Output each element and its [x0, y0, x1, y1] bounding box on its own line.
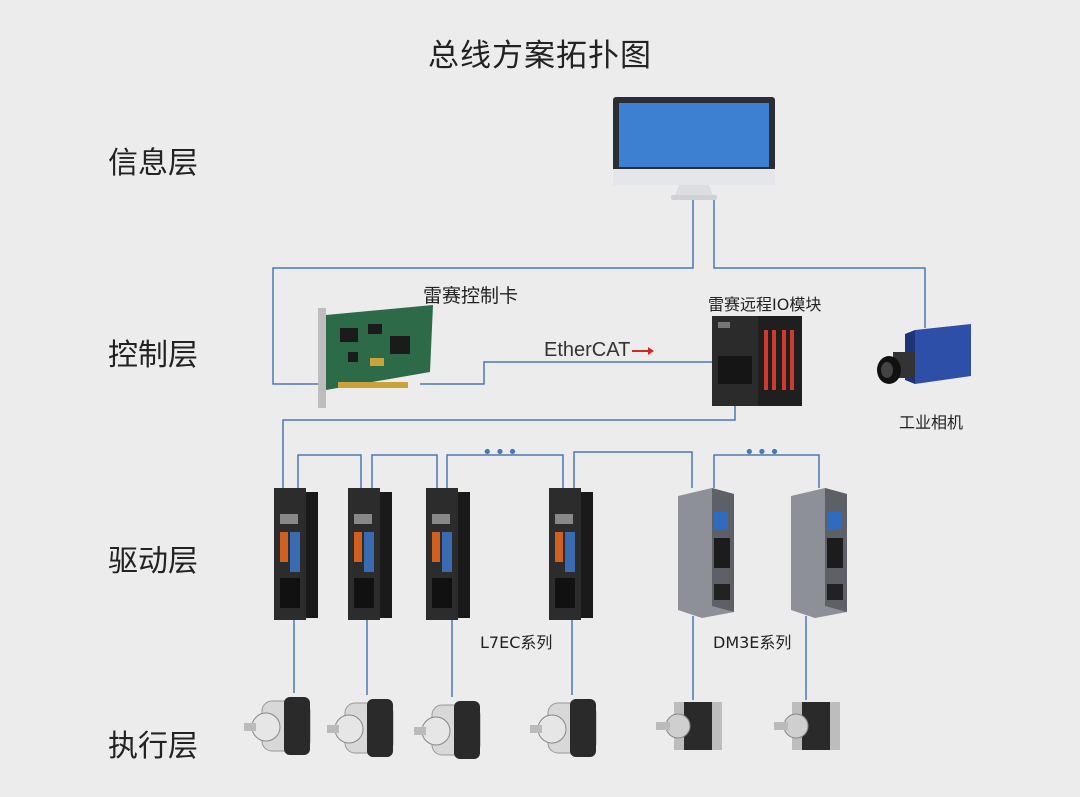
servo-series-label: L7EC系列 — [480, 633, 553, 652]
ellipsis-dots-2: ••• — [744, 442, 782, 463]
servo-drive-icon — [426, 488, 472, 624]
servo-drive-icon — [348, 488, 394, 624]
layer-info-label: 信息层 — [108, 146, 198, 181]
camera-label: 工业相机 — [899, 413, 964, 432]
ethercat-logo: EtherCAT — [544, 339, 631, 361]
ethercat-arrow-icon — [632, 340, 656, 359]
servo-motor-icon — [327, 695, 399, 765]
stepper-motor-icon — [654, 698, 726, 760]
pc-monitor-icon — [613, 97, 777, 207]
control-card-icon — [318, 300, 436, 414]
layer-drive-label: 驱动层 — [108, 544, 198, 579]
control-card-label: 雷赛控制卡 — [423, 285, 519, 307]
servo-motor-icon — [244, 693, 316, 763]
industrial-camera-icon — [875, 322, 975, 406]
stepper-series-label: DM3E系列 — [713, 633, 792, 652]
remote-io-label: 雷赛远程IO模块 — [708, 295, 822, 314]
layer-actuator-label: 执行层 — [108, 729, 198, 764]
remote-io-module-icon — [712, 316, 804, 412]
page-title: 总线方案拓扑图 — [428, 38, 652, 74]
servo-drive-icon — [549, 488, 595, 624]
servo-motor-icon — [414, 697, 486, 767]
layer-control-label: 控制层 — [108, 338, 198, 373]
stepper-motor-icon — [772, 698, 844, 760]
stepper-drive-icon — [791, 488, 849, 622]
stepper-drive-icon — [678, 488, 736, 622]
servo-drive-icon — [274, 488, 320, 624]
servo-motor-icon — [530, 695, 602, 765]
ellipsis-dots-1: ••• — [482, 442, 520, 463]
